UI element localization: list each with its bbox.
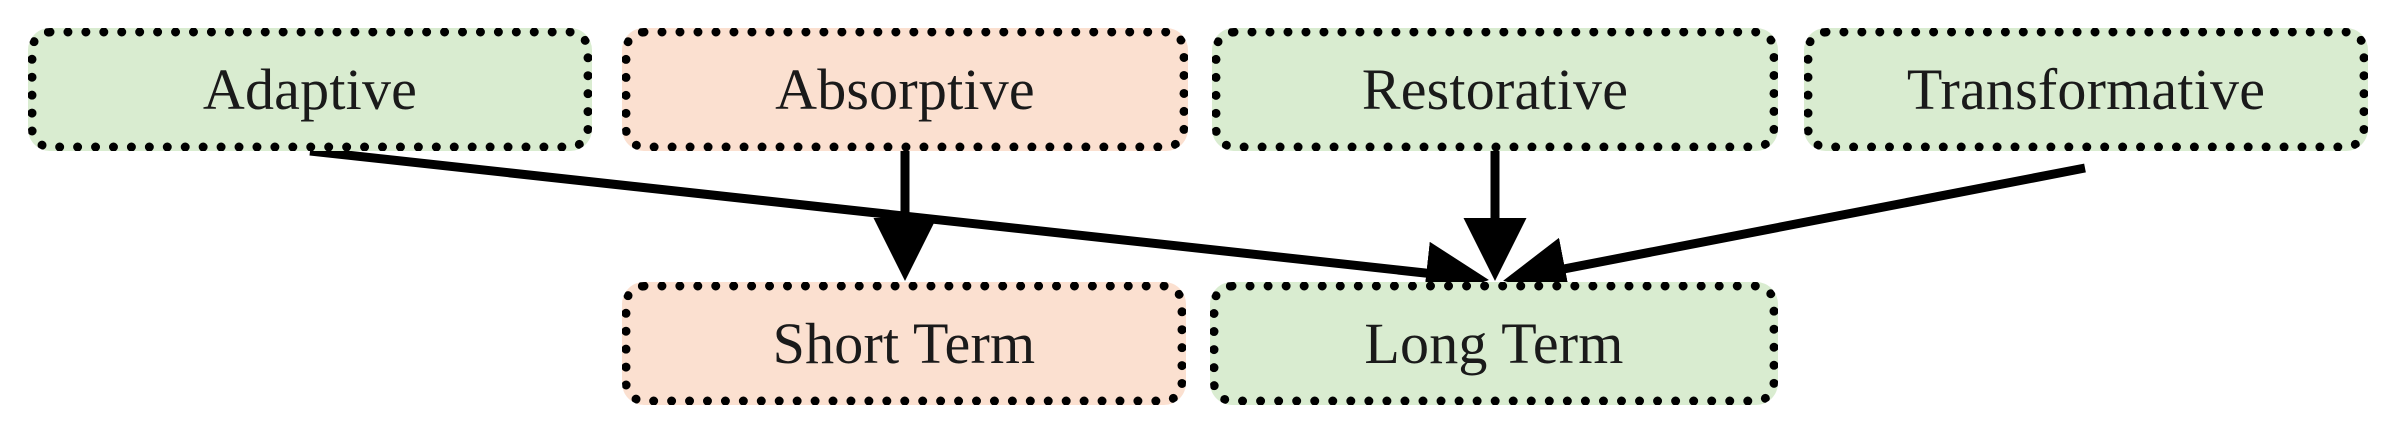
node-adaptive[interactable]: Adaptive: [28, 28, 592, 151]
node-adaptive-label: Adaptive: [202, 56, 418, 122]
node-restorative[interactable]: Restorative: [1212, 28, 1778, 151]
edge-transformative-to-long-term: [1503, 163, 2086, 300]
edge-adaptive-to-long-term: [309, 146, 1489, 305]
node-short-term-label: Short Term: [772, 310, 1036, 376]
node-absorptive-label: Absorptive: [775, 56, 1035, 122]
node-absorptive[interactable]: Absorptive: [622, 28, 1188, 151]
node-long-term-label: Long Term: [1364, 310, 1624, 376]
node-long-term[interactable]: Long Term: [1210, 282, 1778, 405]
node-transformative-label: Transformative: [1906, 56, 2266, 122]
node-short-term[interactable]: Short Term: [622, 282, 1186, 405]
node-transformative[interactable]: Transformative: [1804, 28, 2368, 151]
node-restorative-label: Restorative: [1361, 56, 1629, 122]
